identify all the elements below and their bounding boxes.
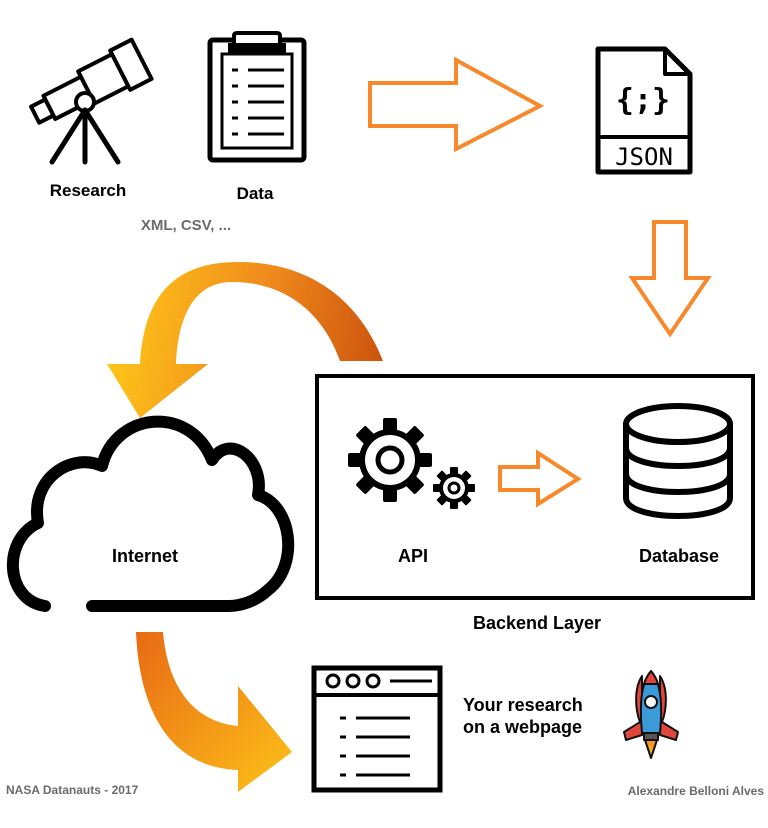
credit-right-label: Alexandre Belloni Alves — [628, 784, 765, 798]
telescope-icon — [29, 37, 154, 165]
api-label: API — [398, 546, 428, 566]
cloud-icon — [7, 415, 295, 612]
credit-left-label: NASA Datanauts - 2017 — [6, 783, 139, 797]
database-icon — [623, 403, 733, 519]
json-file-icon: {;} JSON — [595, 46, 693, 175]
json-label: JSON — [615, 143, 673, 171]
clipboard-icon — [207, 31, 307, 163]
curved-arrow-to-internet-icon — [107, 262, 383, 418]
gears-icon — [348, 418, 475, 509]
internet-label: Internet — [112, 546, 178, 566]
research-label: Research — [50, 181, 127, 200]
result-line1-label: Your research — [463, 695, 583, 715]
arrow-right-icon — [368, 56, 545, 153]
formats-label: XML, CSV, ... — [141, 217, 231, 234]
result-line2-label: on a webpage — [463, 717, 582, 737]
database-label: Database — [639, 546, 719, 566]
curved-arrow-to-webpage-icon — [136, 632, 292, 792]
json-braces-text: {;} — [616, 83, 670, 118]
rocket-icon — [623, 670, 679, 759]
arrow-down-icon — [628, 220, 712, 338]
arrow-api-to-database-icon — [498, 449, 582, 508]
data-label: Data — [237, 184, 274, 203]
backend-layer-label: Backend Layer — [473, 613, 601, 633]
browser-window-icon — [311, 665, 443, 793]
backend-layer-box — [315, 374, 755, 600]
